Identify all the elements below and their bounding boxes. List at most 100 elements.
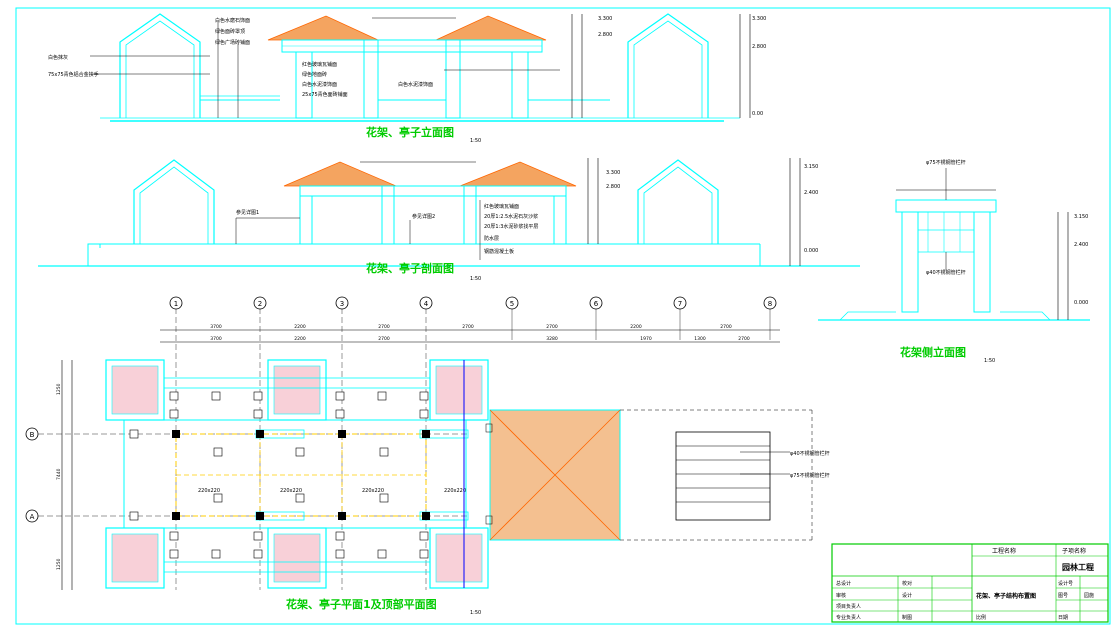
sheet-border — [15, 7, 1111, 625]
elevation-note-5: 75x75青色铝合金扶手 — [48, 71, 99, 78]
dim-top-1: 3700 — [210, 324, 222, 330]
section-right-gable — [637, 159, 719, 244]
title-block: 工程名称 子项名称 园林工程 花架、亭子结构布置图 设计号 图号 园施 总设计 … — [831, 543, 1109, 623]
section-note-7: 钢筋混凝土板 — [484, 248, 514, 255]
side-level-2: 2.400 — [1074, 242, 1088, 248]
plan-column — [256, 512, 264, 520]
planters — [105, 359, 489, 589]
dim-second-3: 2700 — [378, 336, 390, 342]
plan-size-2: 220x220 — [280, 488, 302, 494]
elevation-note-8: 绿色地面砖 — [302, 71, 327, 78]
elevation-title: 花架、亭子立面图 — [366, 125, 454, 139]
section-note-3: 红色玻璃瓦铺面 — [484, 203, 519, 210]
elevation-note-6: 白色水泥漆饰面 — [398, 81, 433, 88]
section-level-5: 0.000 — [804, 248, 818, 254]
dim-second-7: 2700 — [738, 336, 750, 342]
section-scale: 1:50 — [470, 276, 481, 282]
side-column-right — [973, 211, 991, 313]
plan-size-1: 220x220 — [198, 488, 220, 494]
side-scale: 1:50 — [984, 358, 995, 364]
dim-top-5: 2700 — [546, 324, 558, 330]
elevation-level-5: 0.00 — [752, 111, 763, 117]
tb-row-4: 专业负责人 — [836, 614, 861, 621]
elevation-scale: 1:50 — [470, 138, 481, 144]
elevation-note-7: 红色玻璃瓦铺面 — [302, 61, 337, 68]
elevation-level-4: 2.800 — [752, 44, 766, 50]
tb-design-no-label: 设计号 — [1058, 580, 1073, 587]
side-note-1: φ75不锈钢管栏杆 — [926, 159, 966, 166]
axis-label-7: 7 — [678, 300, 682, 308]
section-left-gable — [133, 159, 215, 244]
tb-date-label: 日期 — [1058, 615, 1068, 621]
dim-second-4: 3280 — [546, 336, 558, 342]
section-roof-left — [283, 161, 397, 187]
plan-column — [338, 430, 346, 438]
axis-label-8: 8 — [768, 300, 772, 308]
side-level-1: 3.150 — [1074, 214, 1088, 220]
section-level-4: 2.400 — [804, 190, 818, 196]
plan-view: 1 2 3 4 5 6 7 8 3700 2200 2700 2700 2700… — [25, 296, 830, 616]
axis-bubbles: 1 2 3 4 5 6 7 8 — [169, 296, 777, 590]
elevation-roof-left — [267, 15, 379, 41]
section-roof-right — [459, 161, 577, 187]
side-elevation-view: φ75不锈钢管栏杆 φ40不锈钢管栏杆 3.150 2.400 0.000 花架… — [818, 159, 1090, 364]
dim-left-3: 1250 — [56, 558, 62, 570]
plan-outline — [123, 419, 467, 529]
plan-title: 花架、亭子平面1及顶部平面图 — [286, 597, 437, 611]
plan-column — [172, 430, 180, 438]
axis-label-5: 5 — [510, 300, 514, 308]
elevation-note-4: 白色抹灰 — [48, 54, 68, 61]
elevation-column-4 — [511, 51, 529, 119]
elevation-level-2: 2.800 — [598, 32, 612, 38]
tb-drawing-no-label: 图号 — [1058, 593, 1068, 599]
axis-label-4: 4 — [424, 300, 429, 308]
tb-row-2: 审核 — [836, 592, 846, 599]
section-level-1: 3.300 — [606, 170, 620, 176]
section-level-2: 2.800 — [606, 184, 620, 190]
elevation-note-2: 绿色面砖罩顶 — [215, 28, 245, 35]
elevation-column-2 — [363, 39, 379, 119]
elevation-level-3: 3.300 — [752, 16, 766, 22]
section-title: 花架、亭子剖面图 — [366, 261, 454, 275]
roof-note-1: φ40不锈钢管栏杆 — [790, 450, 830, 457]
elevation-left-gable-inner — [125, 20, 195, 118]
section-note-6: 防水层 — [484, 235, 499, 242]
elevation-view: 白色水磨石饰面 绿色面砖罩顶 绿色广场砖铺面 白色抹灰 75x75青色铝合金扶手… — [48, 13, 766, 144]
section-note-5: 20厚1:3水泥砂浆找平层 — [484, 223, 538, 230]
side-column-left — [901, 211, 919, 313]
elevation-right-gable — [627, 13, 709, 118]
elevation-roof-right — [435, 15, 547, 41]
dim-left-1: 1250 — [56, 383, 62, 395]
tb-row-3: 项目负责人 — [836, 603, 861, 610]
axis-label-A: A — [30, 513, 35, 521]
tb-drawing-name: 花架、亭子结构布置图 — [976, 592, 1036, 600]
plan-column — [172, 512, 180, 520]
dim-second-5: 1970 — [640, 336, 652, 342]
elevation-note-1: 白色水磨石饰面 — [215, 17, 250, 24]
dim-second-6: 1300 — [694, 336, 706, 342]
axis-label-1: 1 — [174, 300, 178, 308]
plan-column — [422, 512, 430, 520]
elevation-level-1: 3.300 — [598, 16, 612, 22]
elevation-note-9: 白色水泥漆饰面 — [302, 81, 337, 88]
dim-second-2: 2200 — [294, 336, 306, 342]
plan-posts — [129, 391, 429, 559]
tb-sub-label: 子项名称 — [1062, 547, 1086, 555]
section-level-3: 3.150 — [804, 164, 818, 170]
dim-top-6: 2200 — [630, 324, 642, 330]
elevation-note-10: 25x75青色面砖铺面 — [302, 91, 348, 98]
plan-size-4: 220x220 — [444, 488, 466, 494]
plan-scale: 1:50 — [470, 610, 481, 616]
elevation-column-1 — [295, 51, 313, 119]
section-note-4: 20厚1:2.5水泥石灰沙浆 — [484, 213, 538, 220]
side-title: 花架侧立面图 — [900, 345, 966, 359]
plan-size-3: 220x220 — [362, 488, 384, 494]
dim-top-4: 2700 — [462, 324, 474, 330]
axis-label-6: 6 — [594, 300, 599, 308]
axis-label-2: 2 — [258, 300, 262, 308]
axis-label-B: B — [30, 431, 35, 439]
tb-drawing-no-value: 园施 — [1084, 592, 1094, 599]
dim-second-1: 3700 — [210, 336, 222, 342]
section-note-2: 参见详图2 — [412, 213, 435, 220]
